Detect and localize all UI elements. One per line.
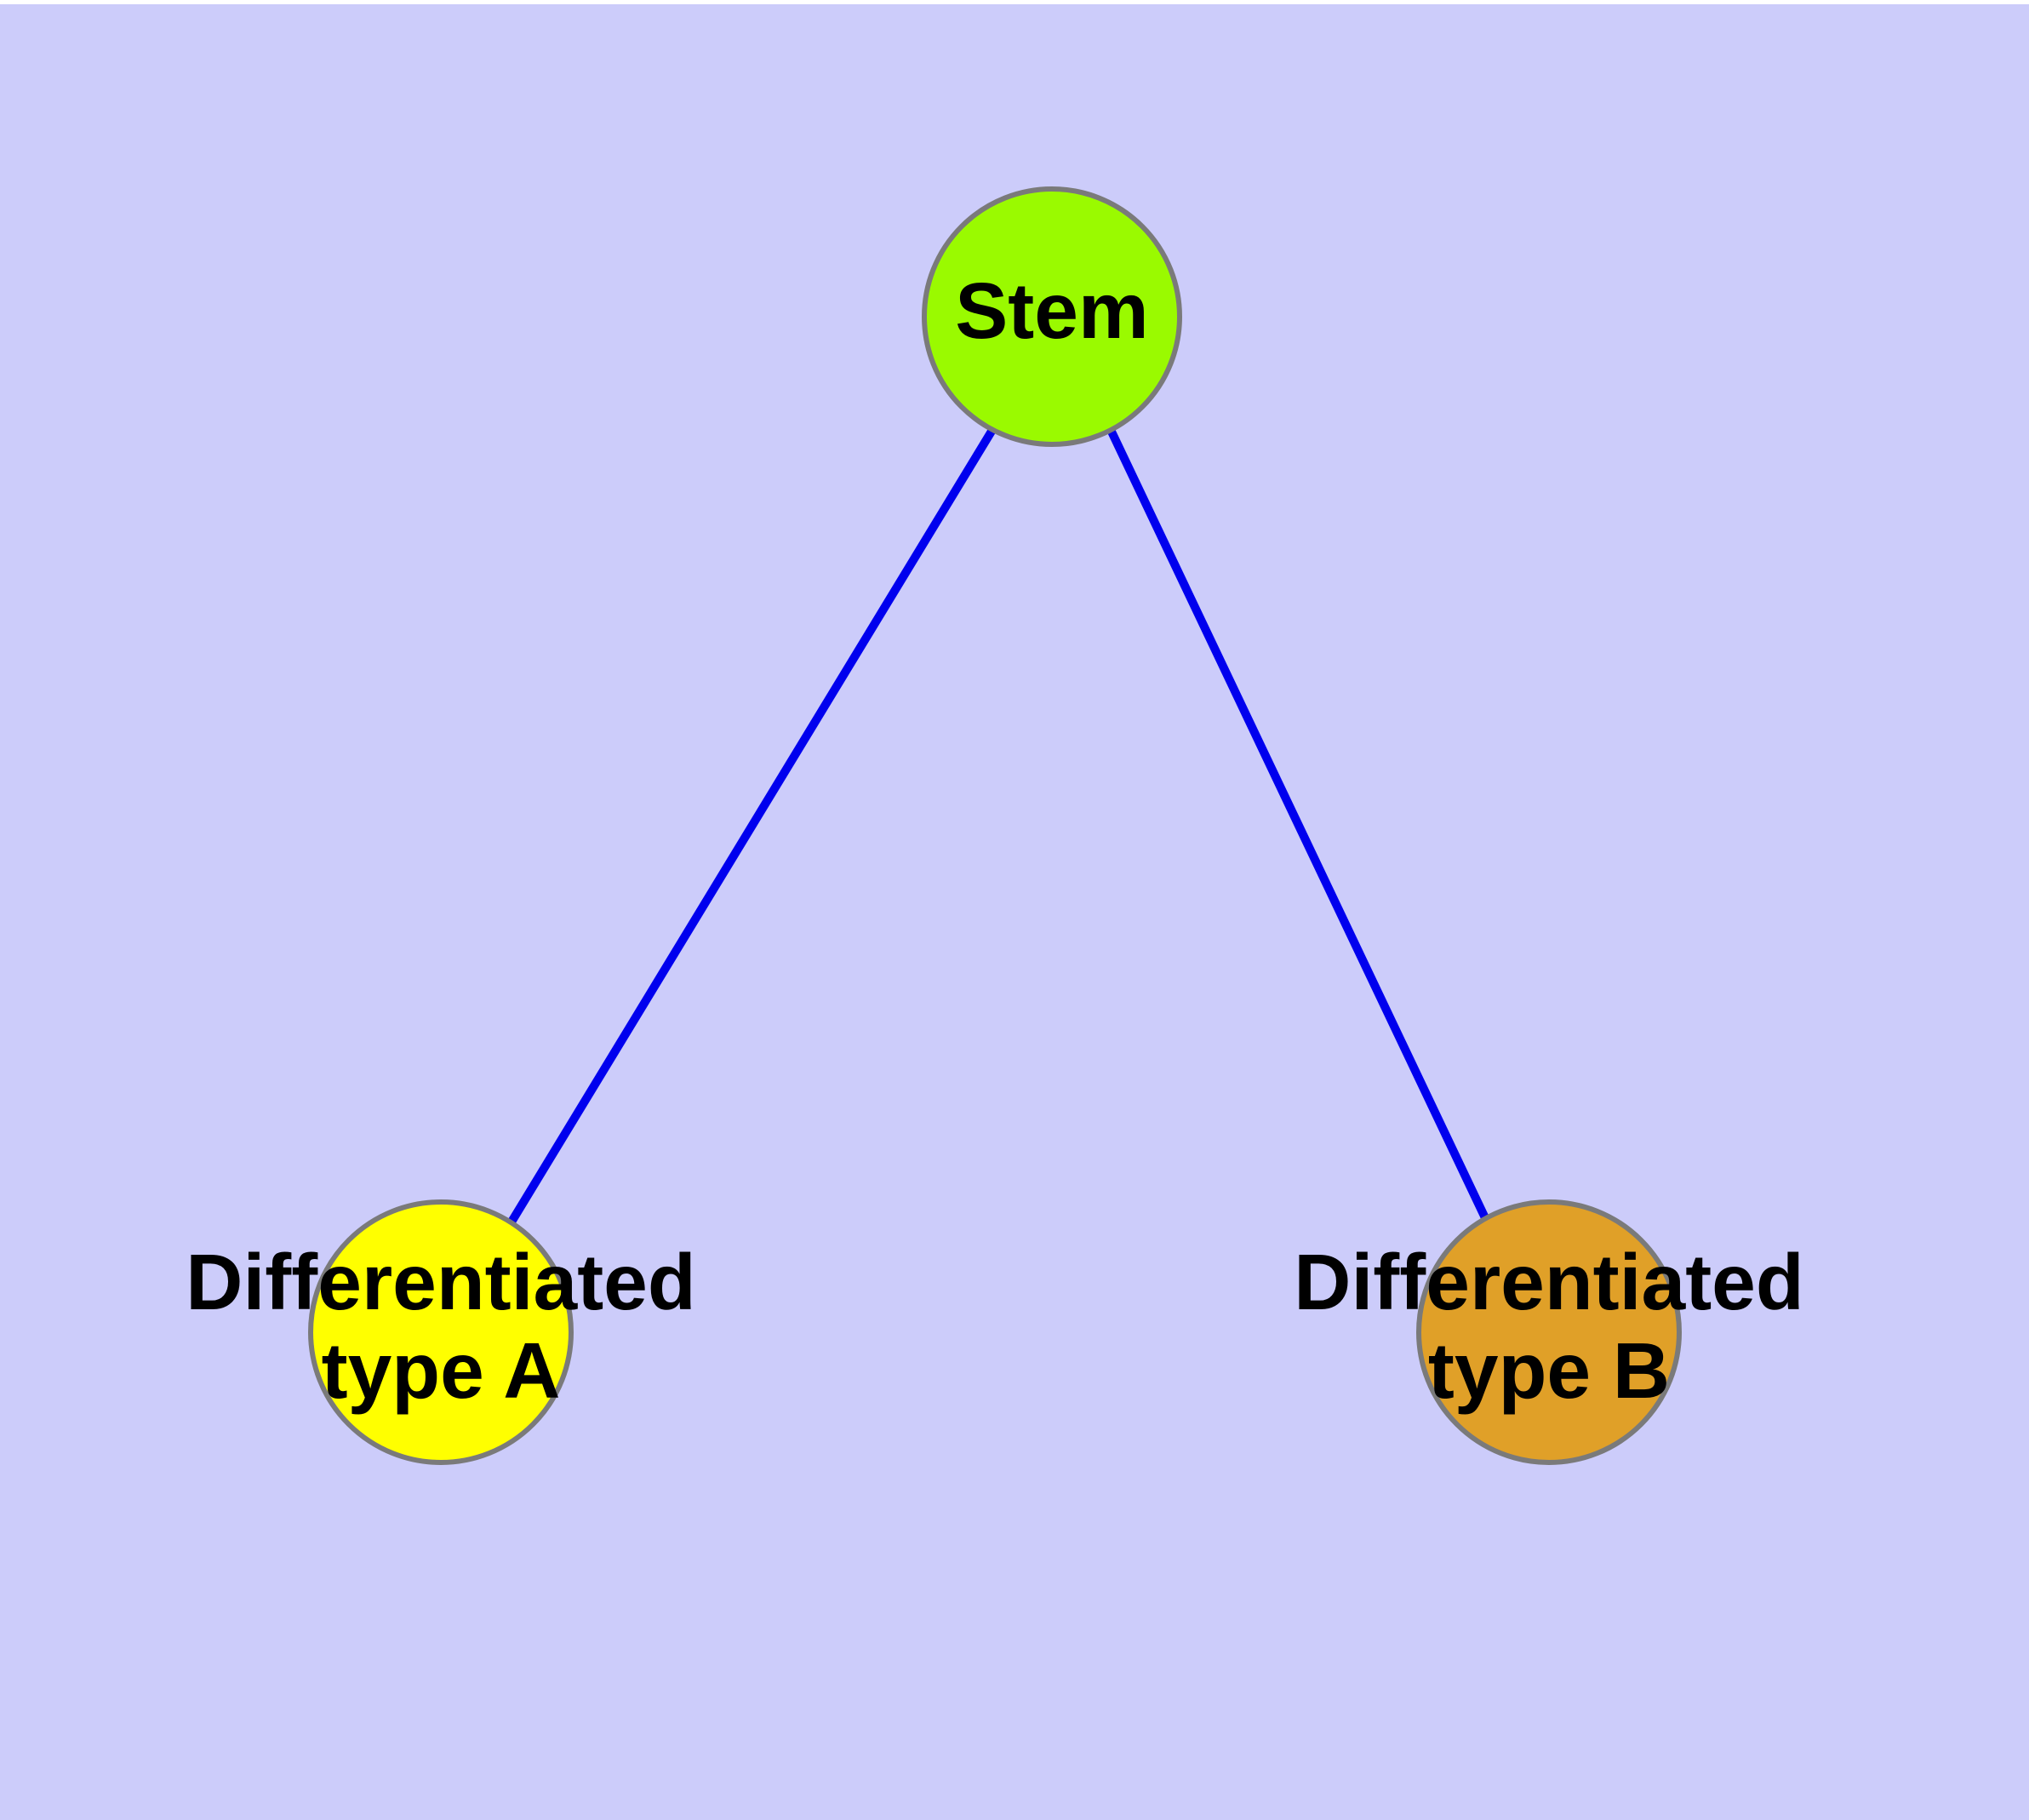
node-differentiated-type-a[interactable] [308,1199,574,1465]
node-layer [308,186,1682,1465]
node-stem-label: Stem [955,266,1148,355]
node-stem[interactable] [922,186,1182,447]
edge-stem-to-differentiated-type-b[interactable] [1107,429,1492,1226]
node-stem-circle[interactable] [922,186,1182,447]
node-differentiated-type-b-circle[interactable] [1416,1199,1682,1465]
edge-stem-to-differentiated-type-a[interactable] [506,427,997,1226]
node-differentiated-type-a-circle[interactable] [308,1199,574,1465]
edge-layer [506,427,1492,1226]
node-differentiated-type-b[interactable] [1416,1199,1682,1465]
